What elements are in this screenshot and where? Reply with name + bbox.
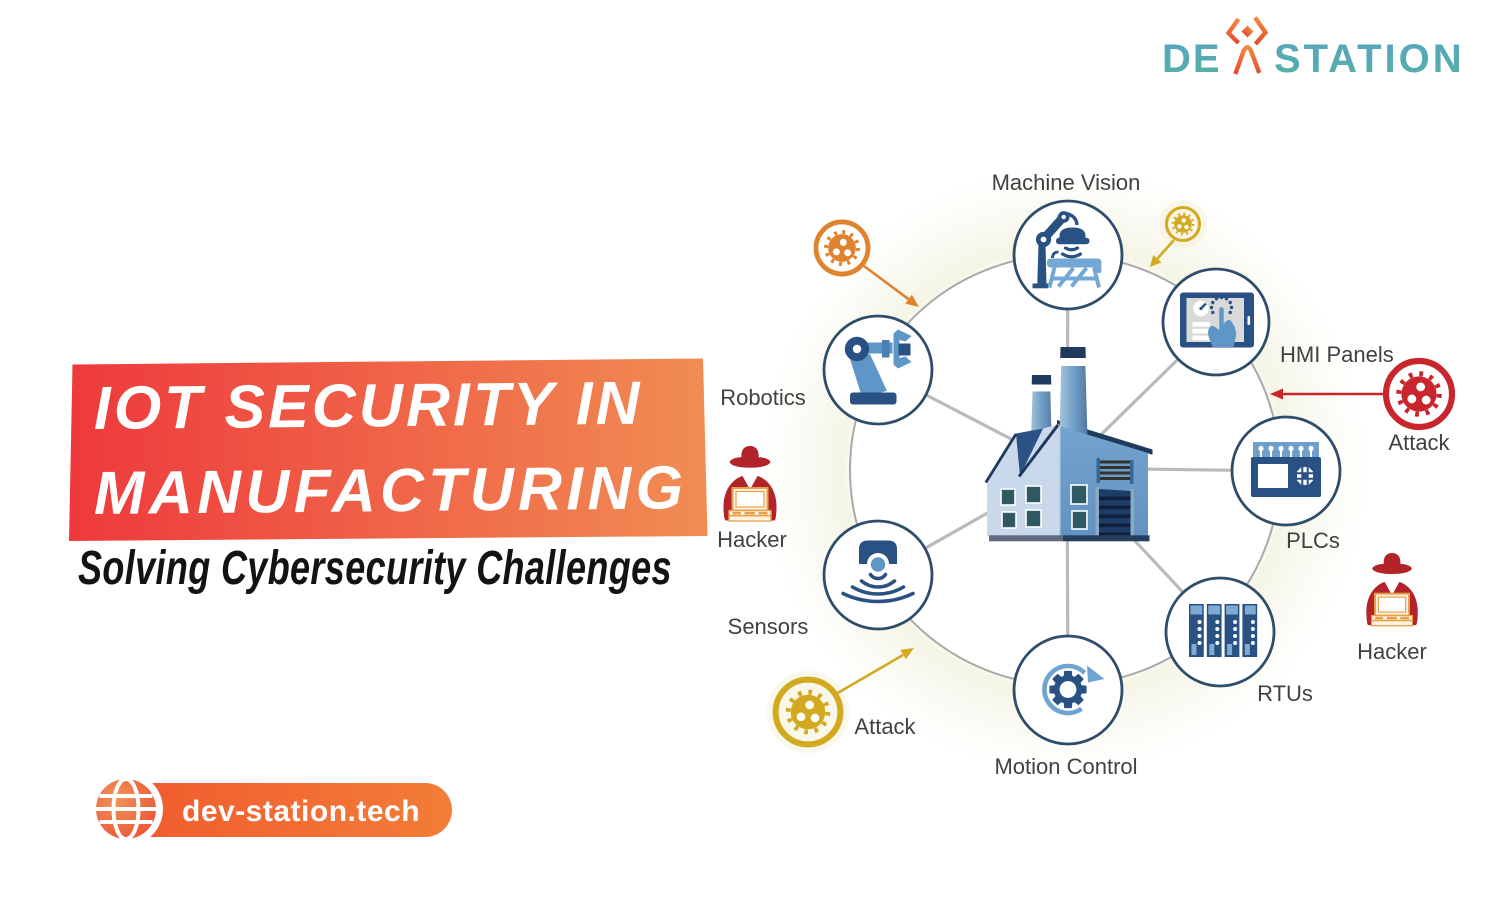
svg-text:Solving Cybersecurity Challeng: Solving Cybersecurity Challenges bbox=[78, 541, 672, 594]
svg-text:Hacker: Hacker bbox=[717, 527, 787, 552]
svg-text:DE: DE bbox=[1162, 37, 1222, 81]
svg-text:STATION: STATION bbox=[1274, 37, 1465, 81]
svg-text:Machine Vision: Machine Vision bbox=[992, 170, 1141, 195]
svg-text:MANUFACTURING: MANUFACTURING bbox=[93, 453, 687, 527]
svg-text:Sensors: Sensors bbox=[728, 614, 809, 639]
svg-text:IOT SECURITY IN: IOT SECURITY IN bbox=[93, 369, 643, 442]
svg-text:dev-station.tech: dev-station.tech bbox=[182, 795, 420, 828]
svg-text:PLCs: PLCs bbox=[1286, 528, 1340, 553]
svg-text:HMI Panels: HMI Panels bbox=[1280, 342, 1394, 367]
svg-text:Robotics: Robotics bbox=[720, 385, 806, 410]
svg-text:Motion Control: Motion Control bbox=[994, 754, 1137, 779]
svg-text:RTUs: RTUs bbox=[1257, 681, 1313, 706]
svg-text:Attack: Attack bbox=[854, 714, 916, 739]
svg-text:Hacker: Hacker bbox=[1357, 639, 1427, 664]
svg-text:Attack: Attack bbox=[1388, 430, 1450, 455]
